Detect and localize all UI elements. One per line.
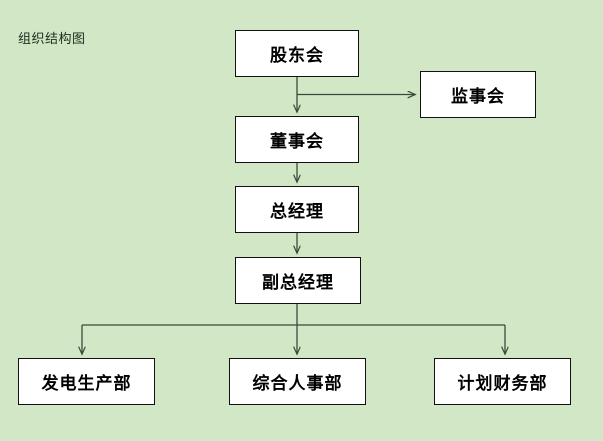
- node-label: 发电生产部: [41, 374, 132, 394]
- node-power-generation-department[interactable]: 发电生产部: [18, 358, 155, 405]
- node-label: 副总经理: [262, 273, 334, 293]
- node-label: 董事会: [270, 132, 324, 152]
- node-general-manager[interactable]: 总经理: [235, 186, 359, 233]
- chart-title: 组织结构图: [18, 32, 86, 47]
- node-shareholders-meeting[interactable]: 股东会: [235, 30, 359, 77]
- node-board-of-supervisors[interactable]: 监事会: [420, 71, 536, 118]
- node-label: 计划财务部: [457, 374, 548, 394]
- node-label: 综合人事部: [252, 374, 343, 394]
- node-label: 股东会: [270, 46, 324, 66]
- node-personnel-department[interactable]: 综合人事部: [229, 358, 366, 405]
- node-board-of-directors[interactable]: 董事会: [235, 116, 359, 163]
- node-planning-finance-department[interactable]: 计划财务部: [434, 358, 571, 405]
- node-label: 总经理: [270, 202, 324, 222]
- node-deputy-general-manager[interactable]: 副总经理: [235, 257, 361, 304]
- node-label: 监事会: [451, 87, 505, 107]
